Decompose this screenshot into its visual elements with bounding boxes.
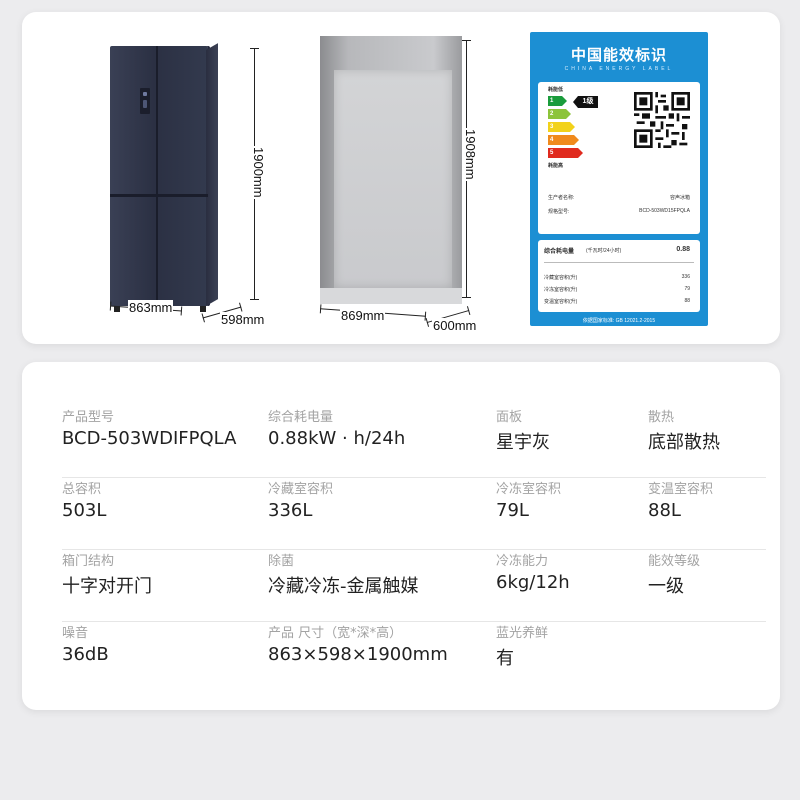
consumption-unit: (千瓦时/24小时) bbox=[586, 248, 622, 254]
fridge-depth-label: 598mm bbox=[220, 312, 266, 327]
spec-label-size: 产品 尺寸（宽*深*高） bbox=[268, 626, 403, 641]
grade-bar-1: 1 bbox=[548, 96, 567, 106]
manufacturer-label: 生产者名称: bbox=[548, 195, 575, 201]
spec-value-size: 863×598×1900mm bbox=[268, 644, 448, 665]
grade-bar-4: 4 bbox=[548, 135, 579, 145]
spec-value-variable-volume: 88L bbox=[648, 500, 681, 521]
spec-value-energy-grade: 一级 bbox=[648, 576, 684, 597]
spec-row: 总容积 503L 冷藏室容积 336L 冷冻室容积 79L 变温室容积 88L bbox=[62, 478, 766, 550]
spec-value-sterilization: 冷藏冷冻-金属触媒 bbox=[268, 576, 419, 597]
fridge-height-label: 1900mm bbox=[251, 146, 266, 199]
spec-label-energy-grade: 能效等级 bbox=[648, 554, 701, 569]
spec-value-freezer-volume: 79L bbox=[496, 500, 529, 521]
spec-value-freeze-capacity: 6kg/12h bbox=[496, 572, 570, 593]
spec-label-freezer-volume: 冷冻室容积 bbox=[496, 482, 562, 497]
spec-label-sterilization: 除菌 bbox=[268, 554, 295, 569]
fridge-control-display bbox=[140, 88, 150, 114]
spec-label-model: 产品型号 bbox=[62, 410, 115, 425]
spec-value-cooling: 底部散热 bbox=[648, 432, 720, 453]
energy-label-footer: 依据国家标准: GB 12021.2-2015 bbox=[582, 318, 656, 324]
spec-value-fridge-volume: 336L bbox=[268, 500, 313, 521]
spec-label-panel: 面板 bbox=[496, 410, 523, 425]
spec-label-total-volume: 总容积 bbox=[62, 482, 102, 497]
model-label: 规格型号: bbox=[548, 209, 570, 215]
cabinet-height-label: 1908mm bbox=[463, 128, 478, 181]
grade-indicator: 1级 bbox=[573, 96, 598, 108]
spec-row: 箱门结构十字对开门 除菌冷藏冷冻-金属触媒 冷冻能力 6kg/12h 能效等级一级 bbox=[62, 550, 766, 622]
energy-label-subtitle: CHINA ENERGY LABEL bbox=[564, 66, 674, 72]
fridge-illustration bbox=[110, 43, 218, 312]
energy-label-title: 中国能效标识 bbox=[570, 46, 667, 64]
cabinet-illustration bbox=[320, 36, 462, 304]
variable-volume-label: 变温室容积(升) bbox=[544, 299, 578, 305]
spec-value-power: 0.88kW · h/24h bbox=[268, 428, 406, 449]
low-consumption-label: 耗能低 bbox=[548, 87, 564, 93]
spec-value-blue-light: 有 bbox=[496, 648, 514, 669]
consumption-label: 综合耗电量 bbox=[544, 249, 575, 255]
fridge-width-label: 863mm bbox=[128, 300, 174, 315]
fridge-volume-label: 冷藏室容积(升) bbox=[544, 275, 578, 281]
variable-volume-value: 88 bbox=[684, 298, 690, 304]
spec-label-noise: 噪音 bbox=[62, 626, 89, 641]
energy-grade-panel: 耗能低 1 2 3 4 5 耗能高 1级 bbox=[538, 82, 700, 234]
spec-label-variable-volume: 变温室容积 bbox=[648, 482, 714, 497]
model-value: BCD-503WD15FPQLA bbox=[639, 208, 690, 214]
spec-label-door-structure: 箱门结构 bbox=[62, 554, 115, 569]
product-dimensions-card: 1900mm 863mm 598mm 1908mm 869mm 600mm 中国… bbox=[22, 12, 780, 344]
fridge-volume-value: 336 bbox=[681, 274, 690, 280]
spec-value-model: BCD-503WDIFPQLA bbox=[62, 428, 237, 449]
consumption-value: 0.88 bbox=[676, 246, 690, 253]
spec-label-fridge-volume: 冷藏室容积 bbox=[268, 482, 334, 497]
cabinet-depth-label: 600mm bbox=[432, 318, 478, 333]
energy-data-panel: 综合耗电量 (千瓦时/24小时) 0.88 冷藏室容积(升) 336 冷冻室容积… bbox=[538, 240, 700, 312]
spec-label-freeze-capacity: 冷冻能力 bbox=[496, 554, 549, 569]
manufacturer-value: 容声冰箱 bbox=[669, 195, 690, 201]
cabinet-width-label: 869mm bbox=[340, 308, 386, 323]
grade-bar-3: 3 bbox=[548, 122, 575, 132]
qr-code-icon bbox=[634, 92, 690, 148]
grade-bar-5: 5 bbox=[548, 148, 583, 158]
spec-value-total-volume: 503L bbox=[62, 500, 107, 521]
china-energy-label: 中国能效标识 CHINA ENERGY LABEL 耗能低 1 2 3 4 5 … bbox=[530, 32, 708, 326]
high-consumption-label: 耗能高 bbox=[548, 163, 564, 169]
spec-row: 噪音 36dB 产品 尺寸（宽*深*高） 863×598×1900mm 蓝光养鲜有 bbox=[62, 622, 766, 694]
freezer-volume-label: 冷冻室容积(升) bbox=[544, 287, 578, 293]
freezer-volume-value: 79 bbox=[684, 286, 690, 292]
spec-value-door-structure: 十字对开门 bbox=[62, 576, 152, 597]
spec-label-cooling: 散热 bbox=[648, 410, 675, 425]
grade-bar-2: 2 bbox=[548, 109, 571, 119]
spec-label-power: 综合耗电量 bbox=[268, 410, 334, 425]
spec-value-noise: 36dB bbox=[62, 644, 109, 665]
spec-value-panel: 星宇灰 bbox=[496, 432, 550, 453]
spec-label-blue-light: 蓝光养鲜 bbox=[496, 626, 549, 641]
